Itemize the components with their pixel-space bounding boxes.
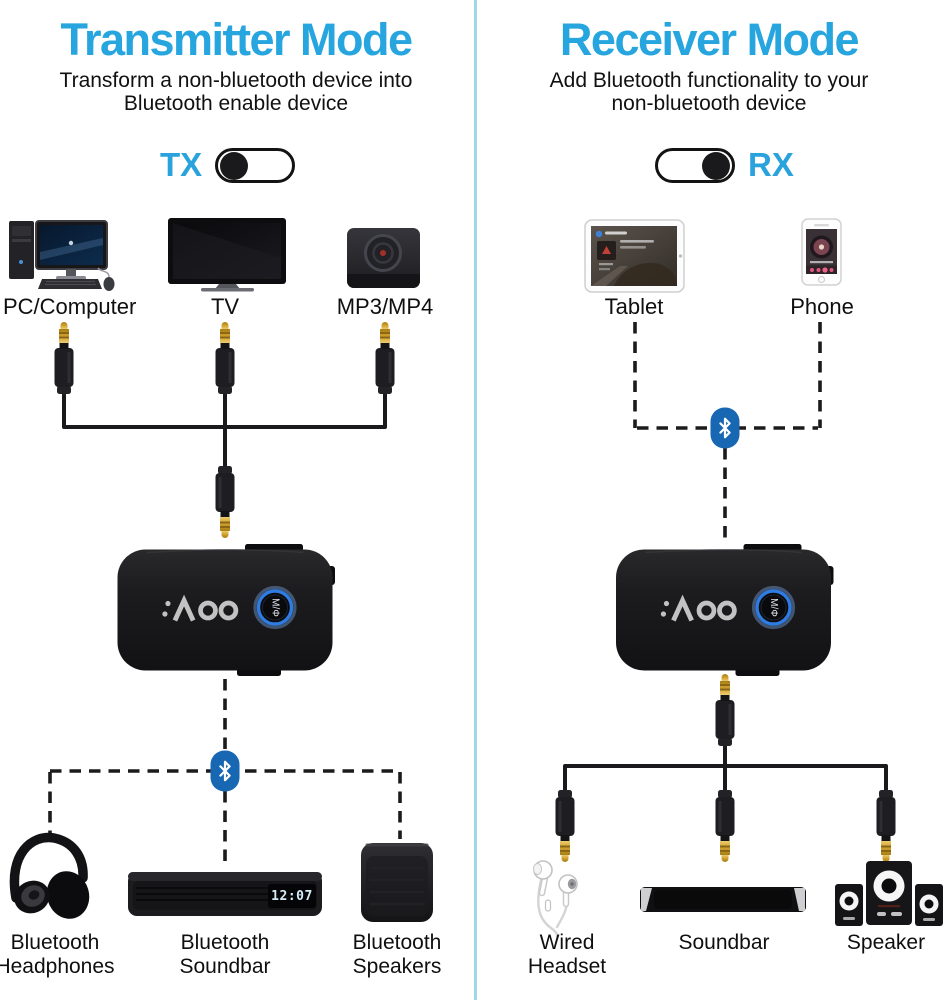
transmitter-subtitle: Transform a non-bluetooth device into Bl…: [59, 69, 413, 115]
button-label: M/Ф: [768, 598, 779, 617]
aux-plug: [715, 790, 735, 862]
receiver-device: M/Ф: [616, 544, 834, 676]
aux-plug: [215, 322, 235, 394]
bluetooth-dashed-links: [48, 322, 822, 866]
aux-plug: [215, 466, 235, 538]
label-wired-headset: Wired Headset: [527, 931, 607, 978]
rx-switch[interactable]: [655, 147, 735, 183]
speakers-21-icon: [835, 861, 943, 926]
label-speaker: Speaker: [846, 931, 926, 954]
label-tv: TV: [210, 294, 240, 319]
transmitter-device: M/Ф: [118, 544, 336, 676]
label-bluetooth-speakers: Bluetooth Speakers: [352, 931, 442, 978]
bluetooth-icon: [209, 749, 241, 793]
label-soundbar: Soundbar: [678, 931, 770, 954]
button-label: M/Ф: [270, 598, 281, 617]
tv-icon: [168, 218, 286, 292]
phone-icon: [801, 218, 842, 286]
bluetooth-speaker-icon: [361, 843, 433, 922]
tx-switch[interactable]: [215, 147, 296, 183]
mp3-player-icon: [347, 228, 420, 288]
rx-toggle-group: RX: [655, 146, 794, 184]
receiver-title: Receiver Mode: [559, 14, 860, 65]
wired-headset-icon: [533, 860, 578, 938]
label-pc-computer: PC/Computer: [3, 294, 137, 319]
tablet-icon: [584, 219, 685, 293]
aux-plug: [555, 790, 575, 862]
label-tablet: Tablet: [604, 294, 664, 319]
pc-computer-icon: [9, 220, 115, 291]
transmitter-title: Transmitter Mode: [60, 14, 413, 65]
bluetooth-soundbar-icon: [128, 872, 322, 916]
tx-toggle-group: TX: [160, 146, 296, 184]
aux-plug: [375, 322, 395, 394]
aux-plug: [715, 674, 735, 746]
soundbar-icon: [640, 887, 806, 912]
soundbar-clock: 12:07: [271, 889, 313, 904]
bluetooth-headphones-icon: [9, 832, 90, 919]
receiver-subtitle: Add Bluetooth functionality to your non-…: [549, 69, 869, 115]
tx-label: TX: [160, 146, 203, 183]
label-mp3: MP3/MP4: [336, 294, 434, 319]
label-phone: Phone: [790, 294, 854, 319]
aux-plug: [876, 790, 896, 862]
aux-cables: [62, 392, 888, 791]
rx-label: RX: [748, 146, 794, 183]
bluetooth-icon: [709, 406, 741, 450]
aux-plug: [54, 322, 74, 394]
column-divider: [474, 0, 477, 1000]
label-bluetooth-soundbar: Bluetooth Soundbar: [179, 931, 271, 978]
label-bluetooth-headphones: Bluetooth Headphones: [0, 931, 115, 978]
tx-switch-knob: [220, 152, 249, 180]
rx-switch-knob: [702, 152, 730, 180]
